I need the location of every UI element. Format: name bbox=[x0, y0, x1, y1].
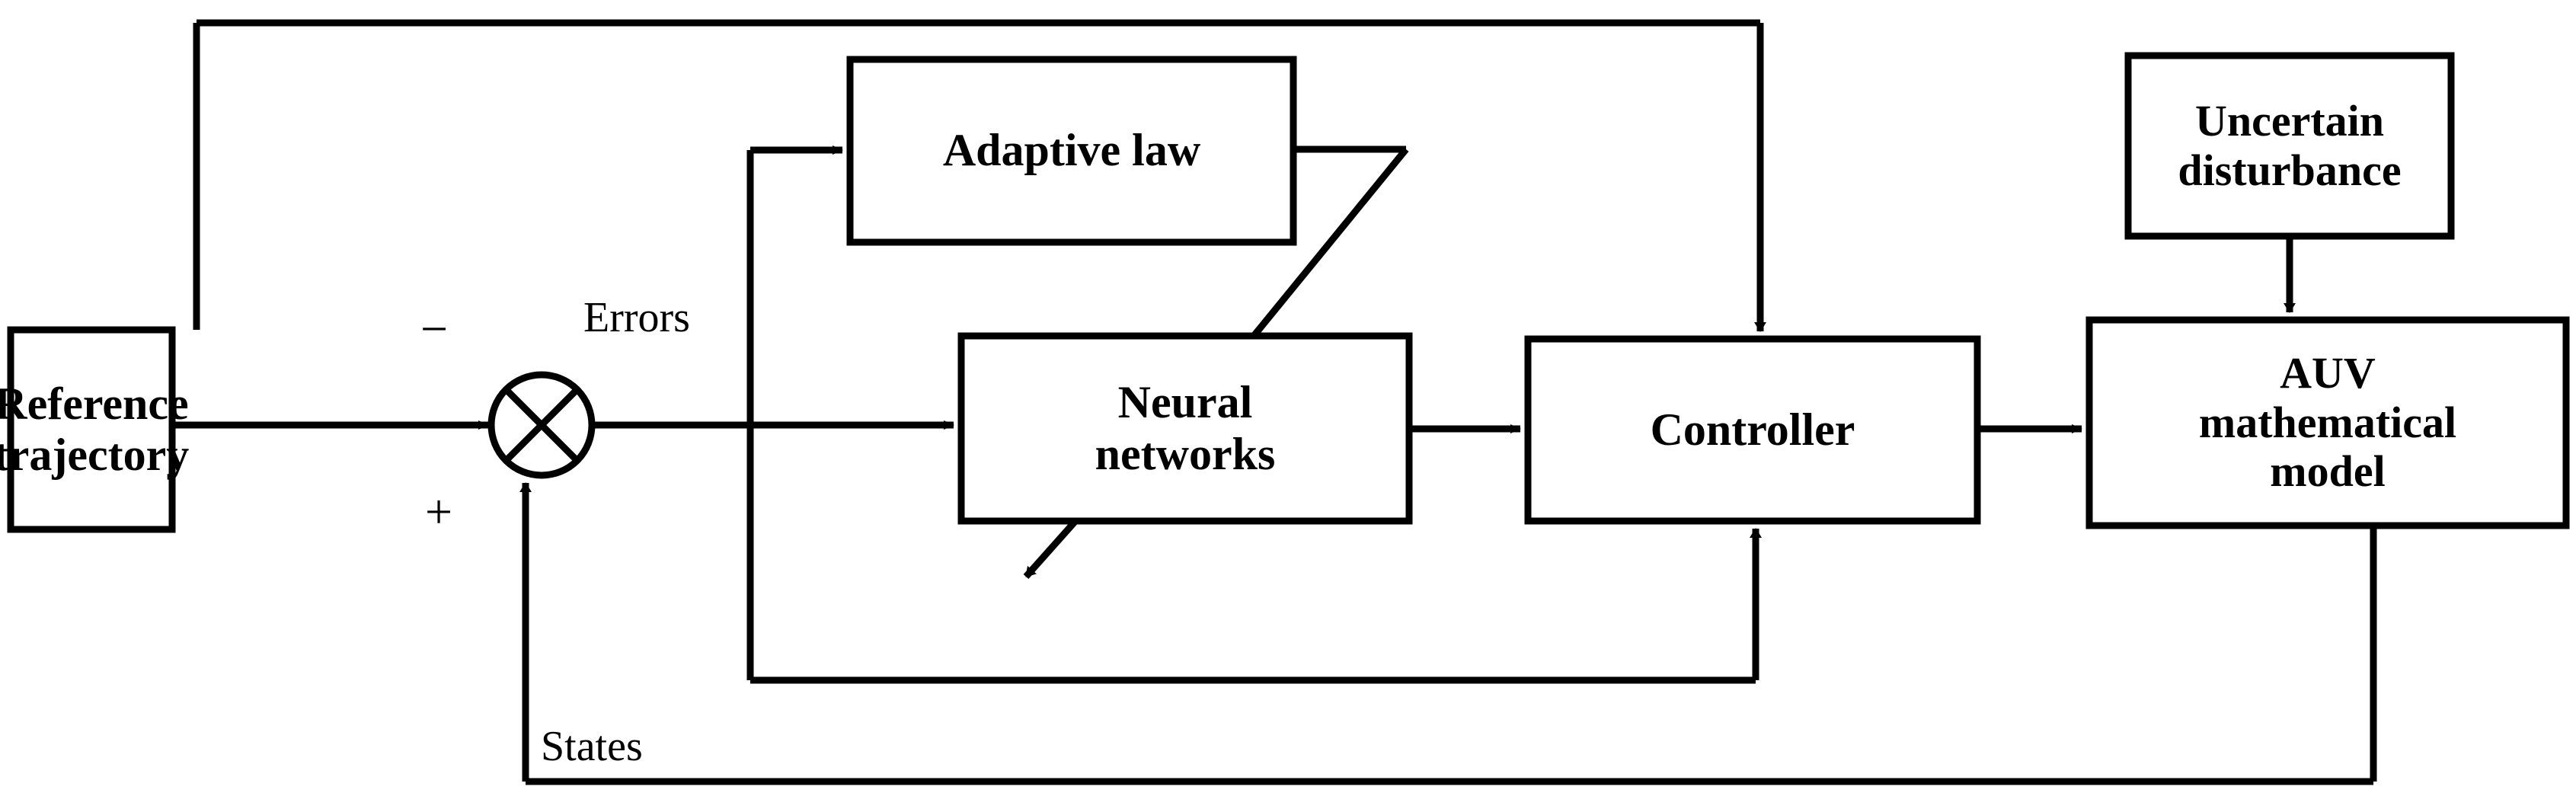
block-uncertain-disturbance bbox=[2124, 52, 2455, 240]
connector-adaptive-law-to-neural-networks bbox=[1251, 147, 1409, 338]
summing-junction-minus-sign: − bbox=[420, 302, 449, 356]
connector-neural-networks-adaptation-arrow bbox=[1023, 519, 1079, 579]
block-neural-networks bbox=[957, 332, 1413, 525]
block-adaptive-law bbox=[846, 56, 1297, 246]
signal-label-states: States bbox=[541, 723, 643, 770]
signal-label-errors: Errors bbox=[583, 294, 690, 341]
block-controller bbox=[1524, 335, 1981, 525]
summing-junction-plus-sign: + bbox=[425, 484, 453, 539]
summing-junction-cross-line-2 bbox=[503, 386, 580, 464]
block-auv-mathematical-model bbox=[2085, 316, 2570, 529]
block-reference-trajectory bbox=[7, 326, 176, 533]
